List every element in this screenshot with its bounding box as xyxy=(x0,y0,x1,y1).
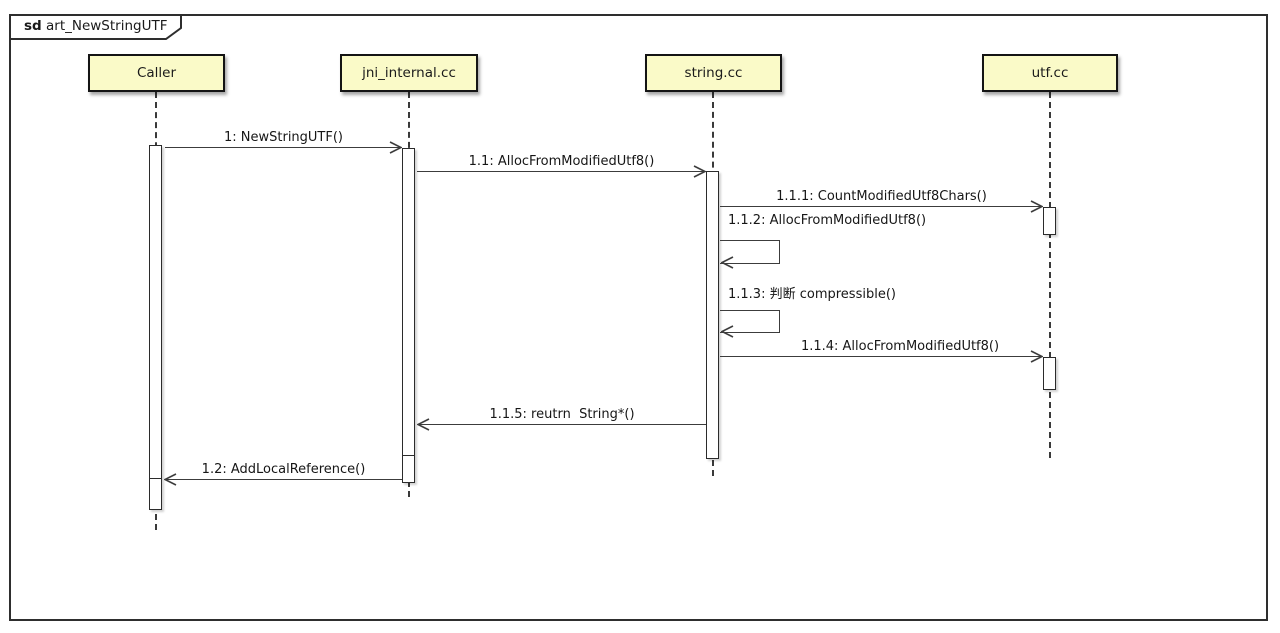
message-1-1-2-self-loop xyxy=(720,240,780,264)
diagram-title-tab xyxy=(9,14,182,40)
participant-jni-internal-label: jni_internal.cc xyxy=(362,65,456,81)
message-1-1-5-arrowhead xyxy=(417,418,430,431)
message-1-2-arrowhead xyxy=(164,473,177,486)
activation-caller-divider xyxy=(149,478,162,479)
message-1-1-2-label: 1.1.2: AllocFromModifiedUtf8() xyxy=(728,213,927,228)
message-1-label: 1: NewStringUTF() xyxy=(223,130,343,145)
message-1-1-label: 1.1: AllocFromModifiedUtf8() xyxy=(468,154,655,169)
participant-caller-label: Caller xyxy=(136,65,177,81)
lifeline-utf xyxy=(1049,92,1051,458)
activation-caller xyxy=(149,145,162,510)
activation-utf-1 xyxy=(1043,207,1056,235)
message-1-1-1-arrowhead xyxy=(1030,200,1043,213)
message-1-2-line xyxy=(165,479,402,480)
message-1-1-5-line xyxy=(418,424,706,425)
activation-utf-2 xyxy=(1043,357,1056,390)
message-1-1-5-label: 1.1.5: reutrn String*() xyxy=(489,407,635,422)
message-1-1-line xyxy=(417,171,706,172)
message-1-1-4-arrowhead xyxy=(1030,350,1043,363)
activation-string xyxy=(706,171,719,459)
participant-string-label: string.cc xyxy=(684,65,743,81)
message-1-1-4-label: 1.1.4: AllocFromModifiedUtf8() xyxy=(800,339,1000,354)
participant-utf-label: utf.cc xyxy=(1031,65,1069,81)
activation-jni-divider xyxy=(402,455,415,456)
message-1-1-3-arrowhead xyxy=(721,325,734,338)
activation-jni-internal xyxy=(402,148,415,483)
sd-keyword: sd xyxy=(24,18,42,34)
message-1-1-3-label: 1.1.3: 判断 compressible() xyxy=(728,287,896,302)
participant-caller: Caller xyxy=(88,54,225,92)
message-1-2-label: 1.2: AddLocalReference() xyxy=(201,462,366,477)
participant-string: string.cc xyxy=(645,54,782,92)
participant-jni-internal: jni_internal.cc xyxy=(340,54,478,92)
message-1-1-arrowhead xyxy=(693,165,706,178)
diagram-title: sd art_NewStringUTF xyxy=(24,18,168,34)
message-1-1-4-line xyxy=(720,356,1043,357)
diagram-frame xyxy=(9,14,1268,621)
participant-utf: utf.cc xyxy=(982,54,1118,92)
message-1-arrowhead xyxy=(389,141,402,154)
diagram-title-label: art_NewStringUTF xyxy=(46,18,168,34)
message-1-line xyxy=(165,147,402,148)
message-1-1-2-arrowhead xyxy=(721,256,734,269)
message-1-1-1-line xyxy=(720,206,1043,207)
message-1-1-1-label: 1.1.1: CountModifiedUtf8Chars() xyxy=(776,189,987,204)
message-1-1-3-self-loop xyxy=(720,310,780,333)
